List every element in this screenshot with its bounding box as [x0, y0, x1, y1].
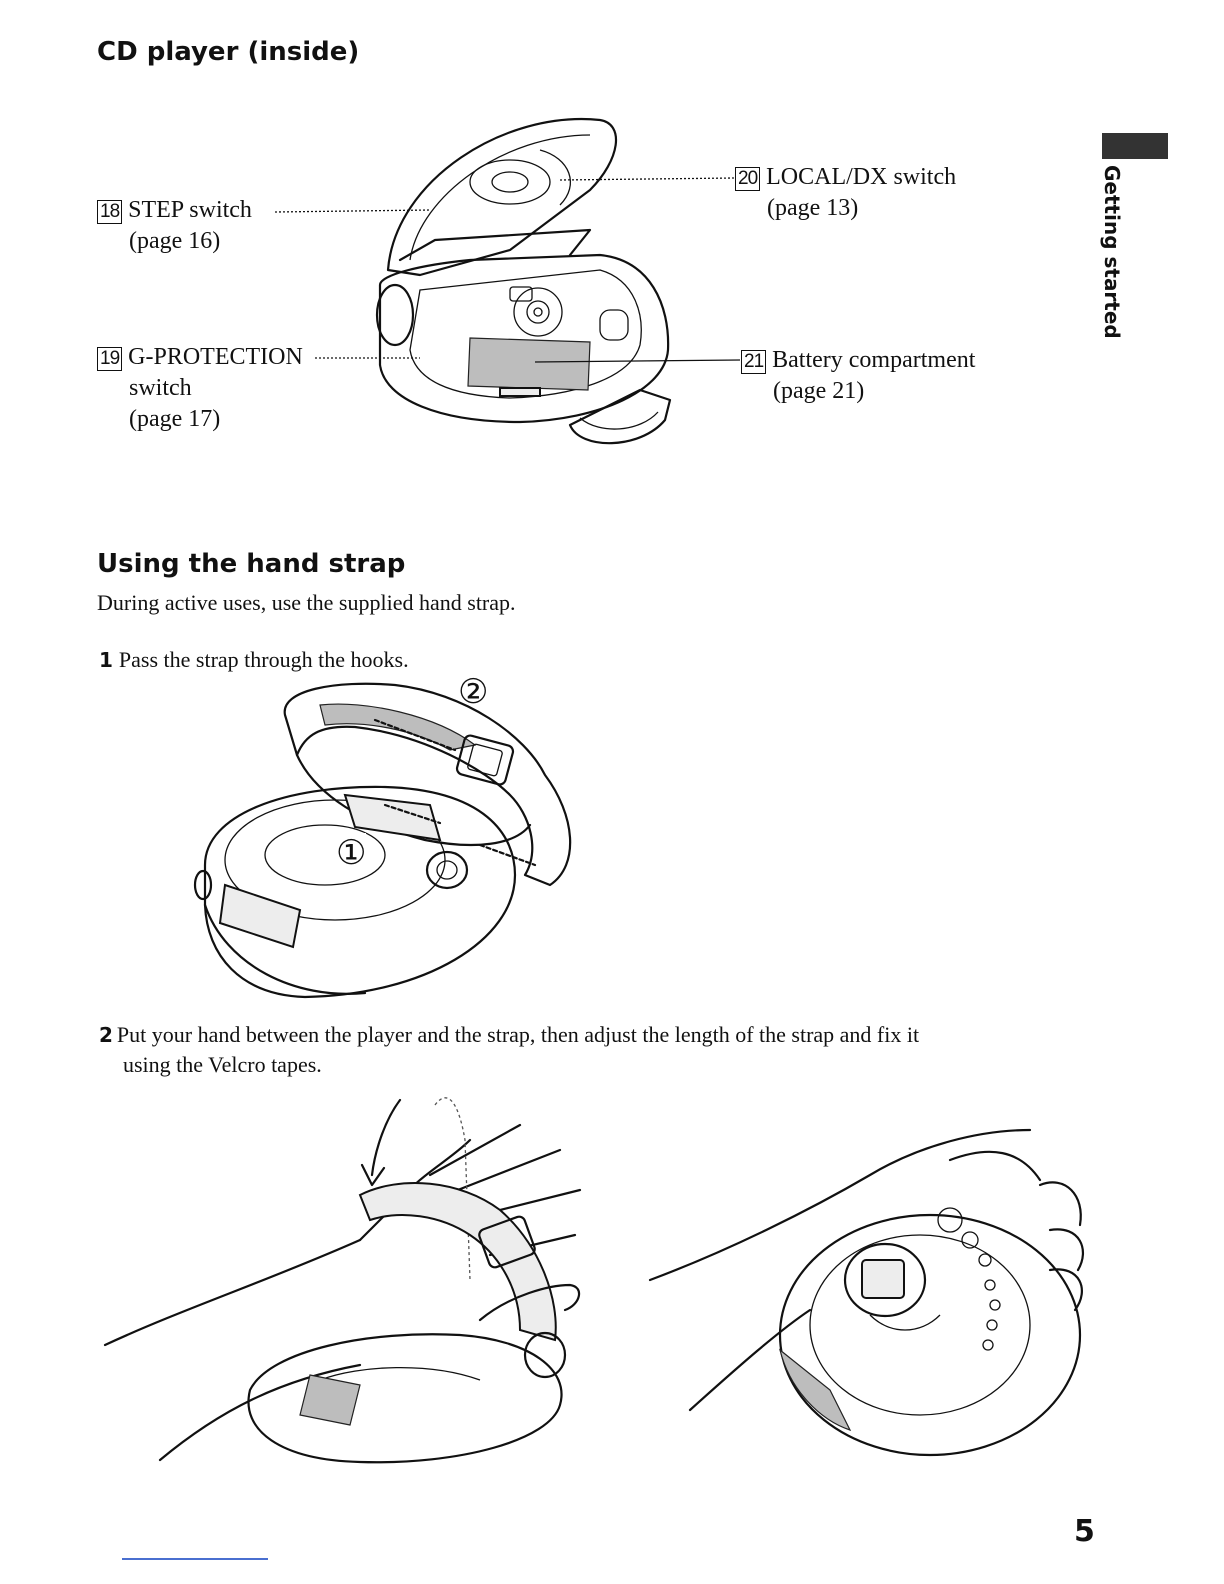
callout-label: STEP switch	[128, 197, 252, 223]
side-tab-marker	[1102, 133, 1168, 159]
intro-text: During active uses, use the supplied han…	[97, 590, 516, 616]
callout-page-ref: (page 16)	[97, 226, 252, 257]
marker-2: ②	[458, 672, 488, 712]
callout-label: LOCAL/DX switch	[766, 164, 956, 190]
section-title-hand-strap: Using the hand strap	[97, 549, 405, 579]
marker-1: ①	[336, 833, 366, 873]
callout-page-ref: (page 21)	[741, 376, 975, 407]
page-number: 5	[1074, 1514, 1095, 1549]
step-number: 2	[99, 1023, 113, 1047]
callout-page-ref: (page 17)	[97, 404, 303, 435]
step-number: 1	[99, 648, 113, 672]
hand-holding-player-illustration	[640, 1120, 1100, 1460]
footer-rule	[122, 1558, 268, 1560]
hand-strap-insert-illustration	[100, 1080, 620, 1470]
step-text: Put your hand between the player and the…	[117, 1022, 919, 1047]
callout-number: 20	[735, 167, 760, 191]
callout-number: 21	[741, 350, 766, 374]
step-text: Pass the strap through the hooks.	[119, 647, 409, 672]
callout-label: Battery compartment	[772, 347, 975, 373]
section-title-cd-player-inside: CD player (inside)	[97, 37, 359, 67]
callout-label-cont: switch	[97, 373, 303, 404]
side-tab-label: Getting started	[1100, 165, 1130, 325]
step-text-cont: using the Velcro tapes.	[99, 1050, 1099, 1080]
callout-label: G-PROTECTION	[128, 344, 303, 370]
callout-page-ref: (page 13)	[735, 193, 956, 224]
callout-number: 19	[97, 347, 122, 371]
cd-player-inside-illustration	[270, 100, 770, 460]
callout-number: 18	[97, 200, 122, 224]
strap-hooks-illustration	[185, 675, 605, 1010]
